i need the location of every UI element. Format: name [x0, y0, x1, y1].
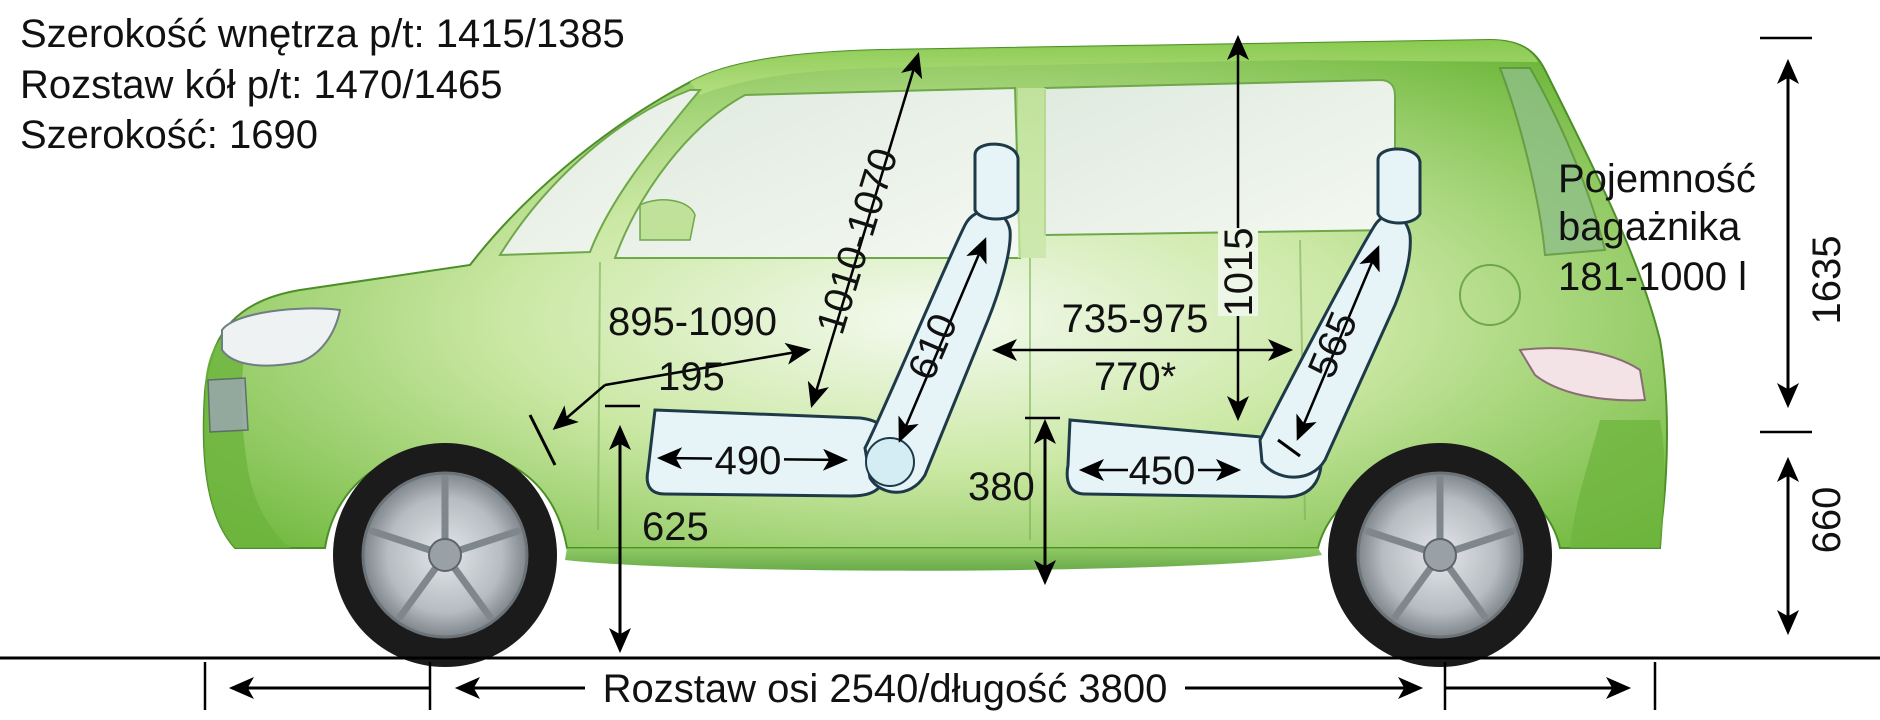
rear-seat-headrest	[1376, 147, 1422, 225]
rear-backrest-arrow	[1296, 245, 1380, 441]
rear-wheel	[1328, 443, 1552, 667]
headlight	[221, 307, 342, 367]
taillight	[1518, 347, 1647, 402]
track-text: Rozstaw kół p/t: 1470/1465	[20, 63, 503, 107]
rear-legroom-alt-label: 770*	[1094, 355, 1176, 399]
rear-seat-height-label: 380	[968, 465, 1035, 509]
side-mirror	[639, 199, 696, 241]
rear-hub	[1423, 538, 1457, 572]
front-headroom-arrow	[807, 51, 923, 409]
front-seat-headrest	[973, 142, 1020, 221]
fuel-cap	[1459, 264, 1521, 326]
wheelbase-dimension: Rozstaw osi 2540/długość 3800	[203, 662, 1657, 711]
front-hub	[428, 538, 462, 572]
b-pillar	[1018, 88, 1046, 258]
side-skirt	[565, 548, 1322, 571]
trunk-line-3: 181-1000 l	[1558, 255, 1747, 299]
height-dimension: 1635 660	[1760, 36, 1849, 636]
rear-headroom-label-bg	[1218, 228, 1258, 316]
width-text: Szerokość: 1690	[20, 113, 318, 157]
trunk-capacity: Pojemność bagażnika 181-1000 l	[1558, 157, 1756, 299]
trunk-line-2: bagażnika	[1558, 205, 1741, 249]
windshield	[498, 89, 703, 257]
trunk-line-1: Pojemność	[1558, 157, 1756, 201]
rear-cushion-label: 450	[1129, 449, 1196, 493]
rear-cushion-label-bg	[1128, 448, 1198, 488]
interior-width-text: Szerokość wnętrza p/t: 1415/1385	[20, 12, 625, 56]
wheelbase-length-label: Rozstaw osi 2540/długość 3800	[603, 667, 1168, 711]
rear-seat-dimensions: 735-975 770* 1015 380 450 565	[968, 34, 1380, 586]
front-grille	[207, 377, 249, 433]
front-seat-hip	[865, 437, 915, 487]
front-wheel	[333, 443, 557, 667]
rear-legroom-label: 735-975	[1062, 297, 1209, 341]
height-660-label: 660	[1805, 487, 1849, 554]
rear-quarter-window	[1498, 67, 1607, 257]
rear-backrest-tick	[1277, 438, 1301, 458]
front-legroom-arrow	[552, 384, 606, 431]
front-cushion-label-bg	[712, 438, 784, 478]
rear-bumper	[1570, 420, 1665, 548]
rear-side-window	[1044, 78, 1396, 237]
front-cushion-label: 490	[715, 439, 782, 483]
front-legroom-arrow-b	[604, 342, 812, 387]
front-floor-label: 195	[658, 355, 725, 399]
front-backrest-arrow	[898, 237, 987, 443]
front-seat-height-label: 625	[642, 505, 709, 549]
rear-headroom-label: 1015	[1217, 228, 1261, 317]
spec-text: Szerokość wnętrza p/t: 1415/1385 Rozstaw…	[20, 12, 625, 157]
pedal-marker	[528, 414, 557, 466]
height-1635-label: 1635	[1805, 236, 1849, 325]
front-legroom-label: 895-1090	[608, 300, 777, 344]
